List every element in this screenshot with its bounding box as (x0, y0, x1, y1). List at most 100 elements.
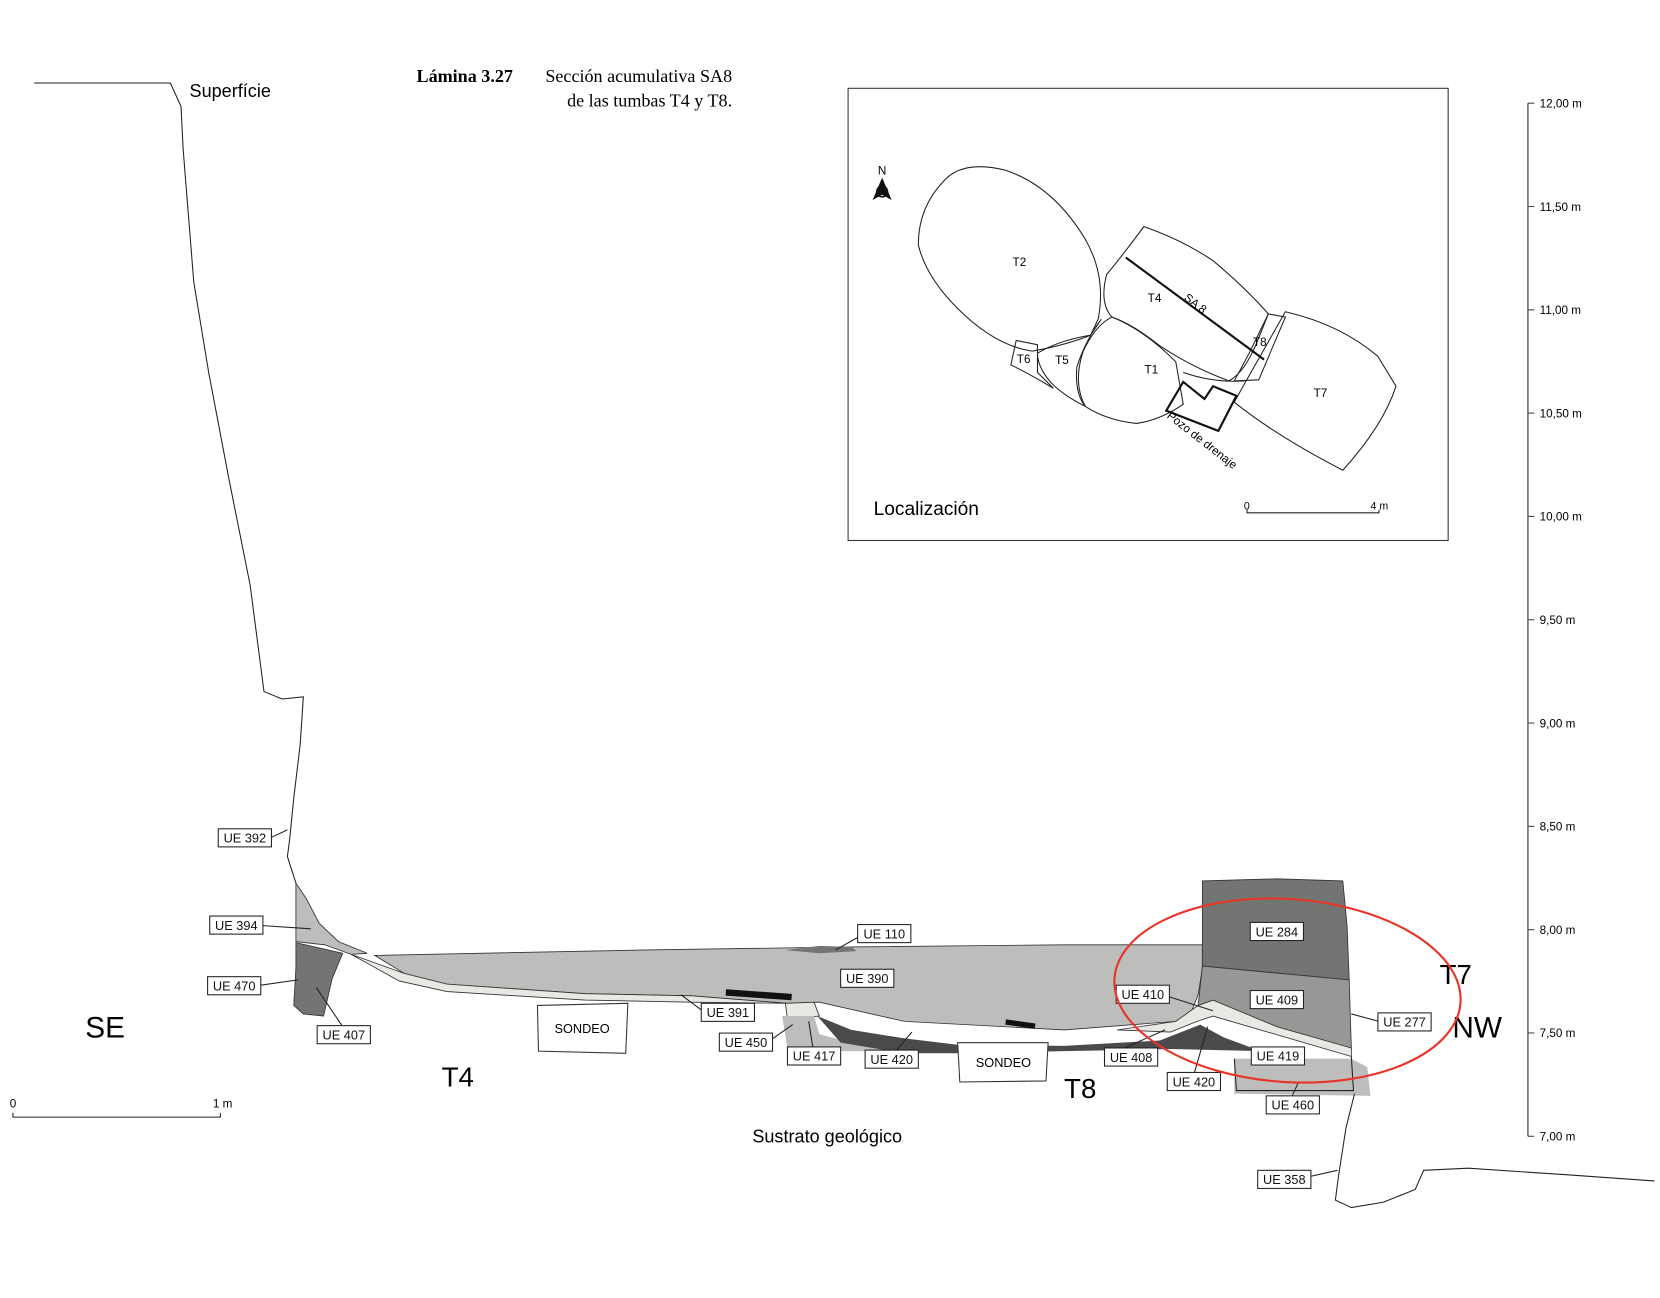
unit-labels: UE 392 UE 394 UE 470 UE 407 UE 110 UE 39… (207, 828, 1432, 1189)
tomb-t5 (1036, 318, 1102, 407)
label-ue470: UE 470 (207, 976, 262, 996)
svg-text:UE 450: UE 450 (725, 1035, 768, 1050)
section-scale-bar: 0 1 m (10, 1098, 232, 1118)
layer-ue417 (782, 1016, 905, 1052)
svg-text:UE 284: UE 284 (1256, 924, 1299, 939)
surface-label: Superfície (190, 81, 271, 101)
plate-number: Lámina 3.27 (417, 66, 513, 86)
sondeo-t8: SONDEO (957, 1042, 1049, 1083)
plate-title-line2: de las tumbas T4 y T8. (567, 90, 732, 110)
svg-text:N: N (878, 164, 886, 177)
substrate-profile-line (1334, 1093, 1655, 1209)
label-ue284: UE 284 (1249, 921, 1304, 942)
svg-text:T6: T6 (1017, 353, 1031, 366)
label-ue392: UE 392 (217, 828, 272, 848)
svg-text:1 m: 1 m (213, 1098, 232, 1111)
elevation-tick-label: 10,50 m (1540, 407, 1582, 420)
label-ue391: UE 391 (700, 1002, 755, 1022)
svg-text:UE 407: UE 407 (323, 1027, 366, 1042)
layer-ue470 (293, 942, 344, 1017)
label-ue358: UE 358 (1257, 1169, 1312, 1189)
label-ue394: UE 394 (209, 915, 264, 935)
svg-text:UE 390: UE 390 (846, 971, 889, 986)
label-ue450: UE 450 (718, 1032, 774, 1052)
elevation-tick-label: 7,50 m (1540, 1027, 1576, 1040)
elevation-tick-label: 9,00 m (1540, 717, 1576, 730)
highlight-ellipse (1113, 897, 1462, 1084)
label-ue410: UE 410 (1115, 984, 1170, 1004)
svg-text:T4: T4 (1148, 292, 1162, 305)
svg-text:UE 417: UE 417 (793, 1049, 836, 1064)
label-ue277: UE 277 (1377, 1012, 1432, 1032)
drainage-pit (1164, 380, 1238, 433)
svg-text:UE 392: UE 392 (224, 831, 267, 846)
label-ue409: UE 409 (1249, 989, 1304, 1010)
north-arrow: N (872, 164, 892, 201)
elevation-tick-label: 12,00 m (1540, 97, 1582, 110)
layer-ue394 (295, 881, 368, 955)
svg-text:UE 358: UE 358 (1263, 1172, 1306, 1187)
svg-text:UE 460: UE 460 (1272, 1098, 1315, 1113)
label-ue110: UE 110 (857, 924, 912, 944)
svg-text:T5: T5 (1055, 354, 1069, 367)
tomb-t7 (1233, 311, 1397, 471)
svg-text:4 m: 4 m (1370, 501, 1388, 513)
svg-text:UE 110: UE 110 (863, 926, 905, 941)
svg-text:UE 277: UE 277 (1383, 1015, 1426, 1030)
section-line-sa8 (1125, 256, 1265, 361)
substrate-label: Sustrato geológico (752, 1127, 902, 1147)
svg-text:UE 408: UE 408 (1110, 1050, 1153, 1065)
label-ue420-a: UE 420 (864, 1049, 919, 1069)
svg-text:UE 470: UE 470 (213, 979, 256, 994)
svg-text:T2: T2 (1013, 256, 1027, 269)
svg-text:UE 410: UE 410 (1122, 987, 1165, 1002)
layer-ue450 (784, 1001, 820, 1020)
tomb-t2 (917, 166, 1102, 352)
inset-title: Localización (874, 499, 979, 520)
svg-text:SONDEO: SONDEO (554, 1021, 609, 1036)
tomb-t4 (1103, 225, 1269, 382)
plate-title-line1: Sección acumulativa SA8 (545, 66, 732, 86)
surface-profile-line (34, 82, 304, 884)
svg-text:UE 419: UE 419 (1257, 1049, 1300, 1064)
svg-text:UE 409: UE 409 (1256, 992, 1299, 1007)
elevation-tick-label: 8,00 m (1540, 924, 1576, 937)
label-ue460: UE 460 (1265, 1095, 1320, 1115)
layer-ue410 (1117, 999, 1352, 1058)
label-ue408: UE 408 (1103, 1047, 1159, 1067)
tomb-outlines (917, 166, 1397, 471)
layer-ue420 (817, 1016, 1261, 1054)
burial-bar-2 (1005, 1019, 1036, 1029)
location-inset: N T2 T4 T6 T5 T1 T8 T7 SA 8 Pozo de dren… (847, 87, 1449, 542)
elevation-tick-label: 8,50 m (1540, 821, 1576, 834)
layer-ue460 (1234, 1058, 1371, 1096)
elevation-tick-label: 7,00 m (1540, 1131, 1576, 1144)
orientation-nw: NW (1452, 1011, 1502, 1044)
sondeo-t4: SONDEO (536, 1002, 629, 1054)
svg-text:SONDEO: SONDEO (976, 1055, 1031, 1070)
tomb-label-t7: T7 (1440, 959, 1472, 990)
label-ue390: UE 390 (840, 968, 895, 988)
plate-title: Lámina 3.27 Sección acumulativa SA8 de l… (417, 66, 733, 110)
elevation-tick-label: 11,50 m (1540, 201, 1581, 214)
elevation-tick-label: 11,00 m (1540, 304, 1581, 317)
elevation-axis: 12,00 m 11,50 m 11,00 m 10,50 m 10,00 m 9,50 … (1527, 97, 1582, 1144)
tomb-label-t8: T8 (1064, 1073, 1096, 1104)
tomb-t6 (1010, 339, 1054, 389)
elevation-tick-label: 10,00 m (1540, 511, 1582, 524)
orientation-se: SE (85, 1011, 125, 1044)
tomb-label-t4: T4 (442, 1061, 474, 1092)
label-ue419: UE 419 (1250, 1046, 1306, 1066)
svg-text:0: 0 (10, 1098, 17, 1111)
svg-text:T8: T8 (1253, 336, 1267, 349)
svg-text:UE 420: UE 420 (1173, 1074, 1216, 1089)
burial-bar-1 (725, 989, 792, 1001)
label-ue407: UE 407 (316, 1025, 371, 1045)
elevation-tick-label: 9,50 m (1540, 614, 1576, 627)
svg-text:UE 391: UE 391 (707, 1005, 750, 1020)
svg-text:T7: T7 (1314, 387, 1328, 400)
svg-text:UE 420: UE 420 (870, 1052, 913, 1067)
svg-text:T1: T1 (1144, 363, 1158, 376)
svg-text:UE 394: UE 394 (215, 918, 258, 933)
